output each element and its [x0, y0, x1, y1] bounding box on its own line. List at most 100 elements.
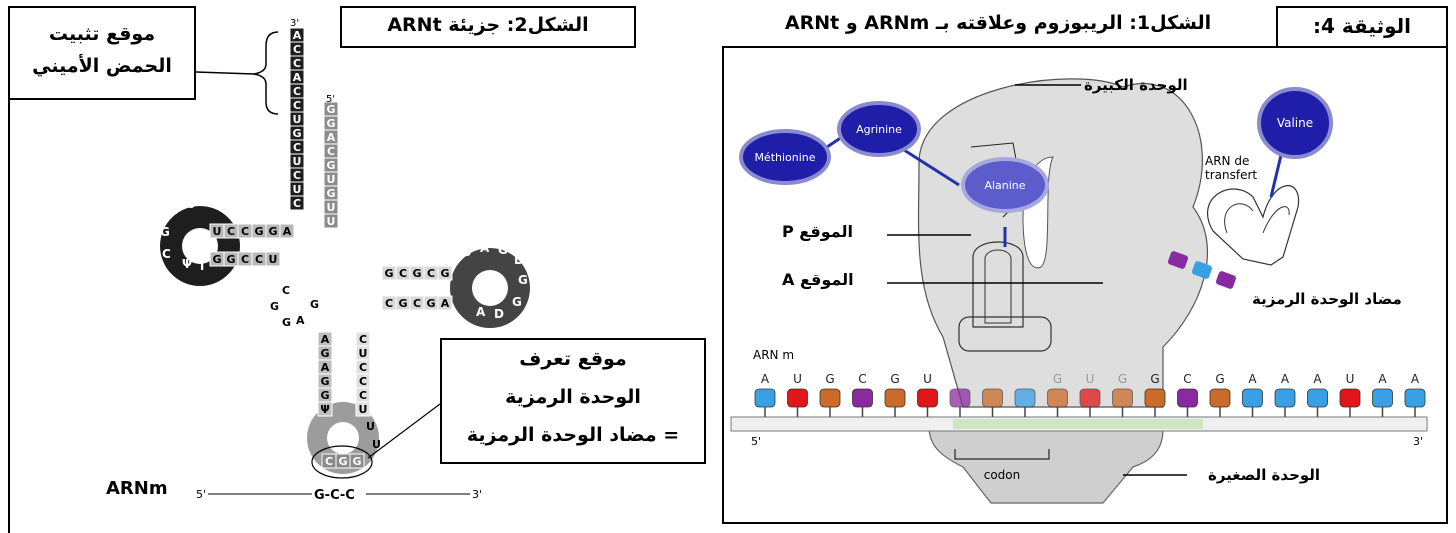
anticodon-stem-right-base: U: [359, 403, 368, 416]
acceptor-right-base: G: [326, 117, 335, 130]
anticodon-stem-left-base: A: [321, 361, 330, 374]
acceptor-left-base: C: [293, 197, 301, 210]
fig2-title: الشكل2: جزيئة ARNt: [387, 14, 589, 36]
t-arm-top-base-cell: [437, 265, 453, 281]
anticodon-stem-right-base: C: [359, 361, 367, 374]
mrna-base-block: [982, 388, 1003, 408]
amino-acid-valine-label: Valine: [1277, 116, 1313, 130]
amino-acid-methionine-label: Méthionine: [754, 151, 815, 164]
anticodon-stem-left-base-cell: [317, 401, 333, 417]
anticodon-stem-left-base: G: [320, 375, 329, 388]
amino-acid-valine: Valine: [1257, 87, 1333, 159]
t-loop-base: G: [498, 243, 508, 257]
acceptor-right-base: U: [327, 215, 336, 228]
mrna-base-letter: G: [825, 372, 834, 386]
mrna-base-block: [949, 388, 971, 408]
anticodon-loop-base: U: [372, 438, 381, 451]
acceptor-left-base: U: [293, 113, 302, 126]
mrna-base-block: [754, 388, 776, 408]
anticodon-stem-left-base: G: [320, 347, 329, 360]
codon-recognition-box: موقع تعرف الوحدة الرمزية = مضاد الوحدة ا…: [440, 338, 706, 464]
d-arm-bottom-base-cell: [265, 251, 281, 267]
mrna-base-block: [787, 388, 808, 408]
anticodon-stem-left-base: Ψ: [320, 403, 329, 416]
fig1-title: الشكل1: الريبوزوم وعلاقته بـ ARNm و ARNt: [784, 12, 1212, 34]
acceptor-right-base: G: [326, 159, 335, 172]
anticodon-base-cell: [349, 453, 365, 469]
acceptor-left-base: A: [293, 29, 302, 42]
t-loop-base: A: [476, 305, 486, 319]
variable-loop-base: G: [270, 300, 279, 313]
mrna-base-letter: G: [890, 372, 899, 386]
d-arm-bottom-base: U: [269, 253, 278, 266]
codon-recognition-line3: = مضاد الوحدة الرمزية: [466, 424, 680, 446]
t-arm-top-base: C: [399, 267, 407, 280]
t-loop-base: D: [514, 253, 524, 267]
mrna-base-letter: A: [1281, 372, 1290, 386]
variable-loop-base: A: [296, 314, 305, 327]
d-arm-bottom-base: G: [212, 253, 221, 266]
t-arm-bottom-base-cell: [437, 295, 453, 311]
anticodon-stem-right-base: U: [359, 347, 368, 360]
mrna-base-block: [1339, 388, 1361, 408]
anticodon-label: مضاد الوحدة الرمزية: [1252, 290, 1402, 308]
t-loop-base: U: [462, 245, 472, 259]
mrna-3-end: 3': [472, 488, 482, 501]
anticodon-base: G: [338, 455, 347, 468]
mrna-base-letter: A: [761, 372, 770, 386]
mrna-5-end-ribo: 5': [751, 435, 761, 448]
site-p-label: الموقع P: [782, 222, 853, 241]
d-loop-base: Ψ: [182, 257, 192, 271]
mrna-base-block: [1079, 388, 1101, 408]
d-loop-base: A: [168, 203, 178, 217]
d-arm-top-base: C: [227, 225, 235, 238]
t-loop-base: G: [518, 273, 528, 287]
t-arm-bottom-base: C: [385, 297, 393, 310]
mrna-base-block: [884, 388, 906, 408]
arnm-label: ARNm: [106, 478, 168, 499]
t-loop-base: A: [480, 241, 490, 255]
mrna-base-block: [1177, 388, 1198, 408]
acceptor-left-base: G: [292, 127, 301, 140]
variable-loop-base: C: [282, 284, 290, 297]
acceptor-left-base: U: [293, 183, 302, 196]
acceptor-right-base: A: [327, 131, 336, 144]
acceptor-left-base: C: [293, 169, 301, 182]
anticodon-highlight: [311, 445, 373, 479]
variable-loop-base: G: [310, 298, 319, 311]
acceptor-right-base: U: [327, 201, 336, 214]
anticodon-base: C: [325, 455, 333, 468]
anticodon-stem-left-base: G: [320, 389, 329, 402]
aa-site-label: موقع تثبيت الحمض الأميني: [32, 23, 172, 77]
d-arm-bottom-base: C: [241, 253, 249, 266]
trna-label-line: ARN de: [1205, 154, 1249, 168]
d-arm-top-base: G: [268, 225, 277, 238]
arn-m-label: ARN m: [753, 348, 794, 362]
variable-loop-base: G: [282, 316, 291, 329]
mrna-base-letter: G: [1118, 372, 1127, 386]
acceptor-left-base: U: [293, 155, 302, 168]
t-loop-base: G: [512, 295, 522, 309]
t-arm-bottom-base: G: [398, 297, 407, 310]
large-subunit-shape: [917, 78, 1208, 408]
t-arm-top-base: G: [412, 267, 421, 280]
acceptor-left-base: C: [293, 141, 301, 154]
t-arm-top-base: G: [384, 267, 393, 280]
mrna-base-letter: U: [1086, 372, 1095, 386]
mrna-base-letter: A: [1378, 372, 1387, 386]
free-trna-shape: [1206, 185, 1300, 266]
amino-acid-methionine: Méthionine: [739, 129, 831, 185]
t-arm-bottom-base: A: [441, 297, 450, 310]
d-loop-base: G: [160, 225, 170, 239]
mrna-base-letter: A: [1411, 372, 1420, 386]
acceptor-right-base: G: [326, 187, 335, 200]
d-loop-base: T: [198, 259, 207, 273]
doc-label-box: الوثيقة 4:: [1276, 6, 1448, 48]
mrna-base-block: [1144, 388, 1166, 408]
large-subunit-label: الوحدة الكبيرة: [1084, 76, 1188, 94]
mrna-base-block: [1404, 388, 1426, 408]
codon-recognition-line1: موقع تعرف: [519, 348, 627, 370]
